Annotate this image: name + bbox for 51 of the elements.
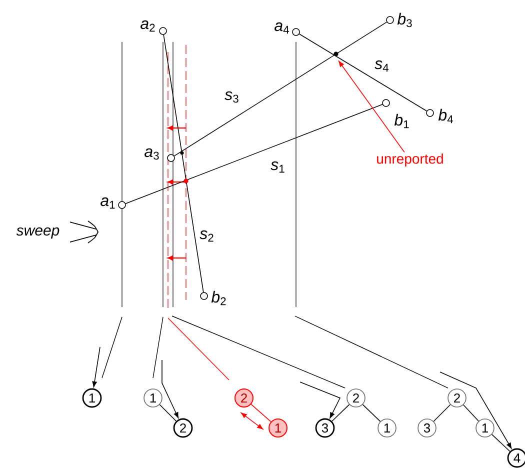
arrow: [162, 360, 179, 418]
segment-line: [174, 22, 388, 156]
tree-node: 1: [378, 418, 396, 438]
point-label: a$_{2}$: [140, 20, 155, 32]
segment-label: s$_{3}$: [224, 91, 238, 103]
tree-node: 1: [144, 388, 162, 408]
segment-label: s$_{4}$: [374, 60, 389, 72]
endpoint-circle: [292, 28, 300, 36]
direction-label: sweep: [16, 227, 60, 239]
point-label: b$_{2}$: [211, 290, 226, 306]
segment-label: s$_{2}$: [200, 230, 214, 242]
arrow: [92, 346, 100, 388]
tree-node: 1: [82, 388, 102, 408]
endpoint-circle: [159, 27, 167, 35]
arrow: [300, 382, 341, 418]
point-label: a$_{3}$: [144, 148, 159, 160]
tree-edge: [433, 404, 451, 422]
endpoint-circle: [426, 109, 434, 117]
arrow: [440, 372, 512, 449]
endpoint-circle: [200, 292, 208, 300]
tree-node: 2: [346, 388, 366, 408]
endpoint-circle: [382, 99, 390, 107]
tree-node: 2: [448, 388, 466, 408]
endpoint-circle: [167, 154, 175, 162]
endpoint-circle: [118, 201, 126, 209]
point-label: a$_{4}$: [274, 22, 289, 34]
tree-node: 2: [173, 418, 193, 438]
tree-node: 4: [507, 448, 525, 468]
segment-label: s$_{1}$: [270, 161, 284, 173]
point-label: b$_{4}$: [438, 108, 453, 124]
tree-edge: [362, 404, 381, 422]
arrow: [338, 60, 405, 153]
annotation-text: unreported: [377, 153, 443, 167]
tree-node: 3: [315, 418, 335, 438]
tree-edge: [491, 434, 510, 452]
segment-line: [163, 34, 204, 293]
segment-line: [125, 104, 383, 204]
point-label: b$_{1}$: [394, 114, 409, 128]
tree-node: 1: [476, 418, 494, 438]
tree-edge: [250, 404, 272, 422]
segment-line: [298, 34, 428, 112]
tree-node: 3: [418, 418, 436, 438]
tree-node: 2: [234, 388, 254, 408]
arrow: [240, 412, 264, 430]
tree-node: 1: [268, 418, 288, 438]
endpoint-circle: [386, 16, 394, 24]
tree-edge: [332, 404, 350, 422]
point-label: b$_{3}$: [397, 12, 412, 28]
tree-edge: [159, 404, 177, 422]
tree-edge: [463, 404, 479, 422]
point-label: a$_{1}$: [100, 197, 115, 209]
